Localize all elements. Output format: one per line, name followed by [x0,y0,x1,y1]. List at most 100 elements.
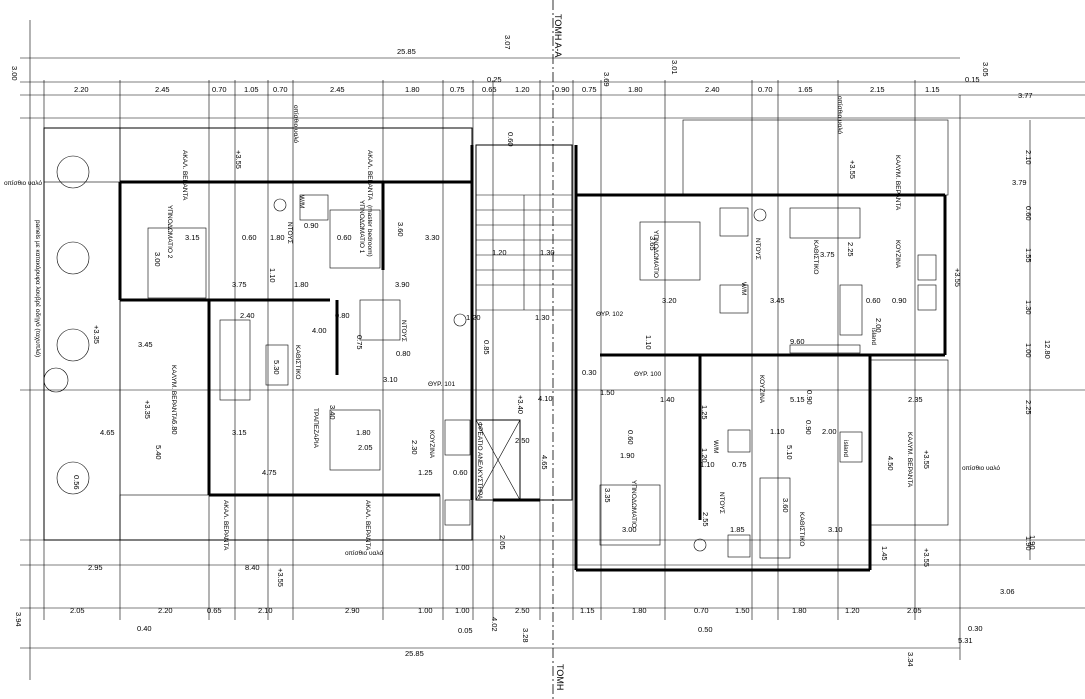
top-misc-dims: 3.00 3.07 0.25 3.69 3.01 3.05 0.15 0.60 [10,35,990,147]
svg-text:3.15: 3.15 [232,428,247,437]
svg-text:2.10: 2.10 [1024,150,1033,165]
room-labels: ΑΚΑΛ. ΒΕΡΑΝΤΑ ΑΚΑΛ. ΒΕΡΑΝΤΑ ΚΑΛΥΜ. ΒΕΡΑΝ… [4,96,1000,557]
svg-text:1.40: 1.40 [660,395,675,404]
svg-text:0.60: 0.60 [866,296,881,305]
svg-text:3.40: 3.40 [328,405,337,420]
veranda-right [869,359,949,526]
svg-text:0.85: 0.85 [482,340,491,355]
svg-text:2.55: 2.55 [701,512,710,527]
svg-text:3.94: 3.94 [14,612,23,627]
svg-text:3.77: 3.77 [1018,91,1033,100]
svg-text:3.75: 3.75 [232,280,247,289]
label-island-1: island [870,328,877,345]
svg-text:1.45: 1.45 [880,546,889,561]
svg-text:2.90: 2.90 [345,606,360,615]
svg-text:3.75: 3.75 [820,250,835,259]
label-kitchen-right-bottom: ΚΟΥΖΙΝΑ [758,375,765,404]
bottom-misc-dims: 0.40 0.05 4.02 3.28 0.50 0.30 5.31 3.34 … [14,612,983,667]
label-veranda-bottom-mid: ΑΚΑΛ. ΒΕΡΑΝΤΑ [364,500,371,551]
svg-text:3.90: 3.90 [395,280,410,289]
svg-text:+3.40: +3.40 [516,395,525,414]
svg-text:3.65: 3.65 [648,236,657,251]
label-living-right-bottom: ΚΑΘΙΣΤΙΚΟ [798,512,805,546]
svg-text:4.00: 4.00 [312,326,327,335]
svg-text:2.45: 2.45 [330,85,345,94]
svg-text:3.00: 3.00 [622,525,637,534]
svg-text:2.15: 2.15 [870,85,885,94]
svg-text:3.00: 3.00 [10,66,19,81]
svg-text:1.20: 1.20 [515,85,530,94]
svg-text:2.95: 2.95 [88,563,103,572]
svg-text:0.60: 0.60 [453,468,468,477]
svg-text:1.25: 1.25 [418,468,433,477]
label-shower-4: ΝΤΟΥΣ [718,492,725,514]
svg-text:9.60: 9.60 [790,337,805,346]
vertical-grid-ticks [43,80,916,620]
svg-text:3.60: 3.60 [781,498,790,513]
svg-text:0.90: 0.90 [804,420,813,435]
svg-text:4.65: 4.65 [540,455,549,470]
svg-text:2.50: 2.50 [515,606,530,615]
svg-text:2.25: 2.25 [846,242,855,257]
svg-text:1.10: 1.10 [700,460,715,469]
label-veranda-top-right: ΚΑΛΥΜ. ΒΕΡΑΝΤΑ [894,155,901,211]
svg-text:0.60: 0.60 [626,430,635,445]
svg-text:0.75: 0.75 [355,335,364,350]
label-top-note-b: οπίσθιο υαλό [836,96,844,134]
svg-text:3.79: 3.79 [1012,178,1027,187]
svg-text:3.30: 3.30 [425,233,440,242]
label-shower-1: ΝΤΟΥΣ [286,222,293,244]
svg-text:6.80: 6.80 [170,420,179,435]
svg-text:1.65: 1.65 [798,85,813,94]
svg-text:1.80: 1.80 [628,85,643,94]
svg-text:1.80: 1.80 [356,428,371,437]
svg-text:0.30: 0.30 [968,624,983,633]
svg-text:0.70: 0.70 [212,85,227,94]
exterior-walls [43,127,947,572]
svg-text:3.10: 3.10 [383,375,398,384]
svg-text:1.20: 1.20 [700,448,709,463]
svg-text:1.50: 1.50 [600,388,615,397]
label-wm-3: W/M [298,195,305,208]
svg-text:0.80: 0.80 [396,349,411,358]
svg-text:1.80: 1.80 [405,85,420,94]
svg-text:0.60: 0.60 [337,233,352,242]
svg-text:0.40: 0.40 [137,624,152,633]
svg-text:0.60: 0.60 [506,132,515,147]
svg-text:2.05: 2.05 [498,535,507,550]
label-wm-1: W/M [740,282,747,295]
svg-text:5.30: 5.30 [272,360,281,375]
label-shower-2: ΝΤΟΥΣ [400,320,407,342]
svg-text:1.20: 1.20 [492,248,507,257]
svg-text:0.75: 0.75 [732,460,747,469]
svg-text:3.35: 3.35 [603,488,612,503]
level-markers: +3.55 +3.55 +3.35 +3.35 +3.55 +3.55 +3.4… [92,150,962,587]
svg-text:0.90: 0.90 [555,85,570,94]
label-top-note-a: οπίσθιο υαλό [292,105,300,143]
svg-text:1.90: 1.90 [620,451,635,460]
label-door-102: ΘΥΡ. 102 [596,311,624,318]
section-label-top: ΤΟΜΗ Α-Α [553,14,563,57]
label-master-note: (master bedroom) [366,205,373,257]
svg-text:0.65: 0.65 [482,85,497,94]
svg-text:1.20: 1.20 [466,313,481,322]
svg-text:2.40: 2.40 [240,311,255,320]
svg-text:+3.55: +3.55 [276,568,285,587]
label-veranda-top-mid: ΑΚΑΛ. ΒΕΡΑΝΤΑ [366,150,373,201]
bottom-dimension-row-2: 2.05 2.20 0.65 2.10 2.90 1.00 1.00 2.50 … [70,606,922,615]
svg-text:0.50: 0.50 [698,625,713,634]
svg-text:5.40: 5.40 [154,445,163,460]
svg-text:0.80: 0.80 [335,311,350,320]
svg-text:1.05: 1.05 [244,85,259,94]
veranda-bottom [119,494,441,541]
svg-text:2.10: 2.10 [258,606,273,615]
svg-text:0.90: 0.90 [805,390,814,405]
svg-text:1.90: 1.90 [1028,535,1037,550]
section-label-bottom: ΤΟΜΗ [555,664,565,690]
svg-text:0.70: 0.70 [694,606,709,615]
svg-text:0.25: 0.25 [487,75,502,84]
svg-text:2.05: 2.05 [907,606,922,615]
svg-text:1.25: 1.25 [700,405,709,420]
svg-text:5.10: 5.10 [785,445,794,460]
right-dimension-column: 2.10 3.79 0.60 1.55 1.30 1.00 2.25 1.90 [1012,150,1033,551]
